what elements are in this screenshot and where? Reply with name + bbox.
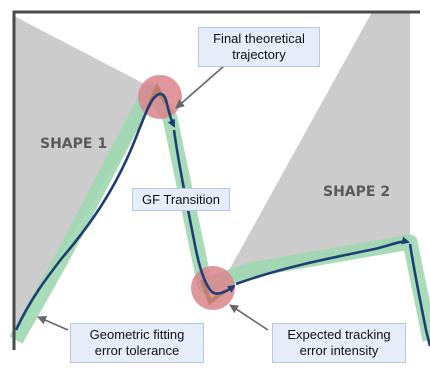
callout-geometric-tolerance: Geometric fitting error tolerance — [70, 323, 204, 363]
callout-tracking-error-line-2: error intensity — [299, 343, 379, 358]
callout-final-trajectory-line-1: Final theoretical — [213, 31, 305, 46]
trajectory-line-2 — [172, 129, 236, 295]
leader-final-trajectory — [175, 65, 225, 109]
shape-2 — [222, 12, 410, 283]
callout-gf-transition: GF Transition — [132, 188, 230, 211]
shape-2-label: SHAPE 2 — [323, 184, 390, 200]
leader-geometric-tolerance — [37, 316, 69, 331]
callout-final-trajectory: Final theoretical trajectory — [198, 27, 320, 67]
corner-error-circle-1 — [138, 75, 182, 119]
callout-tracking-error: Expected tracking error intensity — [272, 323, 406, 363]
trajectory-line-4 — [408, 243, 430, 347]
callout-geometric-tolerance-line-2: error tolerance — [94, 343, 180, 358]
trajectory-line-3 — [235, 236, 410, 286]
corner-error-circle-2 — [191, 266, 235, 310]
frame — [12, 10, 420, 350]
callout-final-trajectory-line-2: trajectory — [232, 47, 286, 62]
shape-1 — [14, 16, 160, 330]
callout-geometric-tolerance-line-1: Geometric fitting — [89, 327, 185, 342]
shape-1-label: SHAPE 1 — [40, 136, 107, 152]
callout-tracking-error-line-1: Expected tracking — [287, 327, 391, 342]
trajectory-line — [14, 92, 176, 331]
callout-gf-transition-text: GF Transition — [141, 192, 221, 207]
leader-tracking-error — [229, 304, 269, 331]
